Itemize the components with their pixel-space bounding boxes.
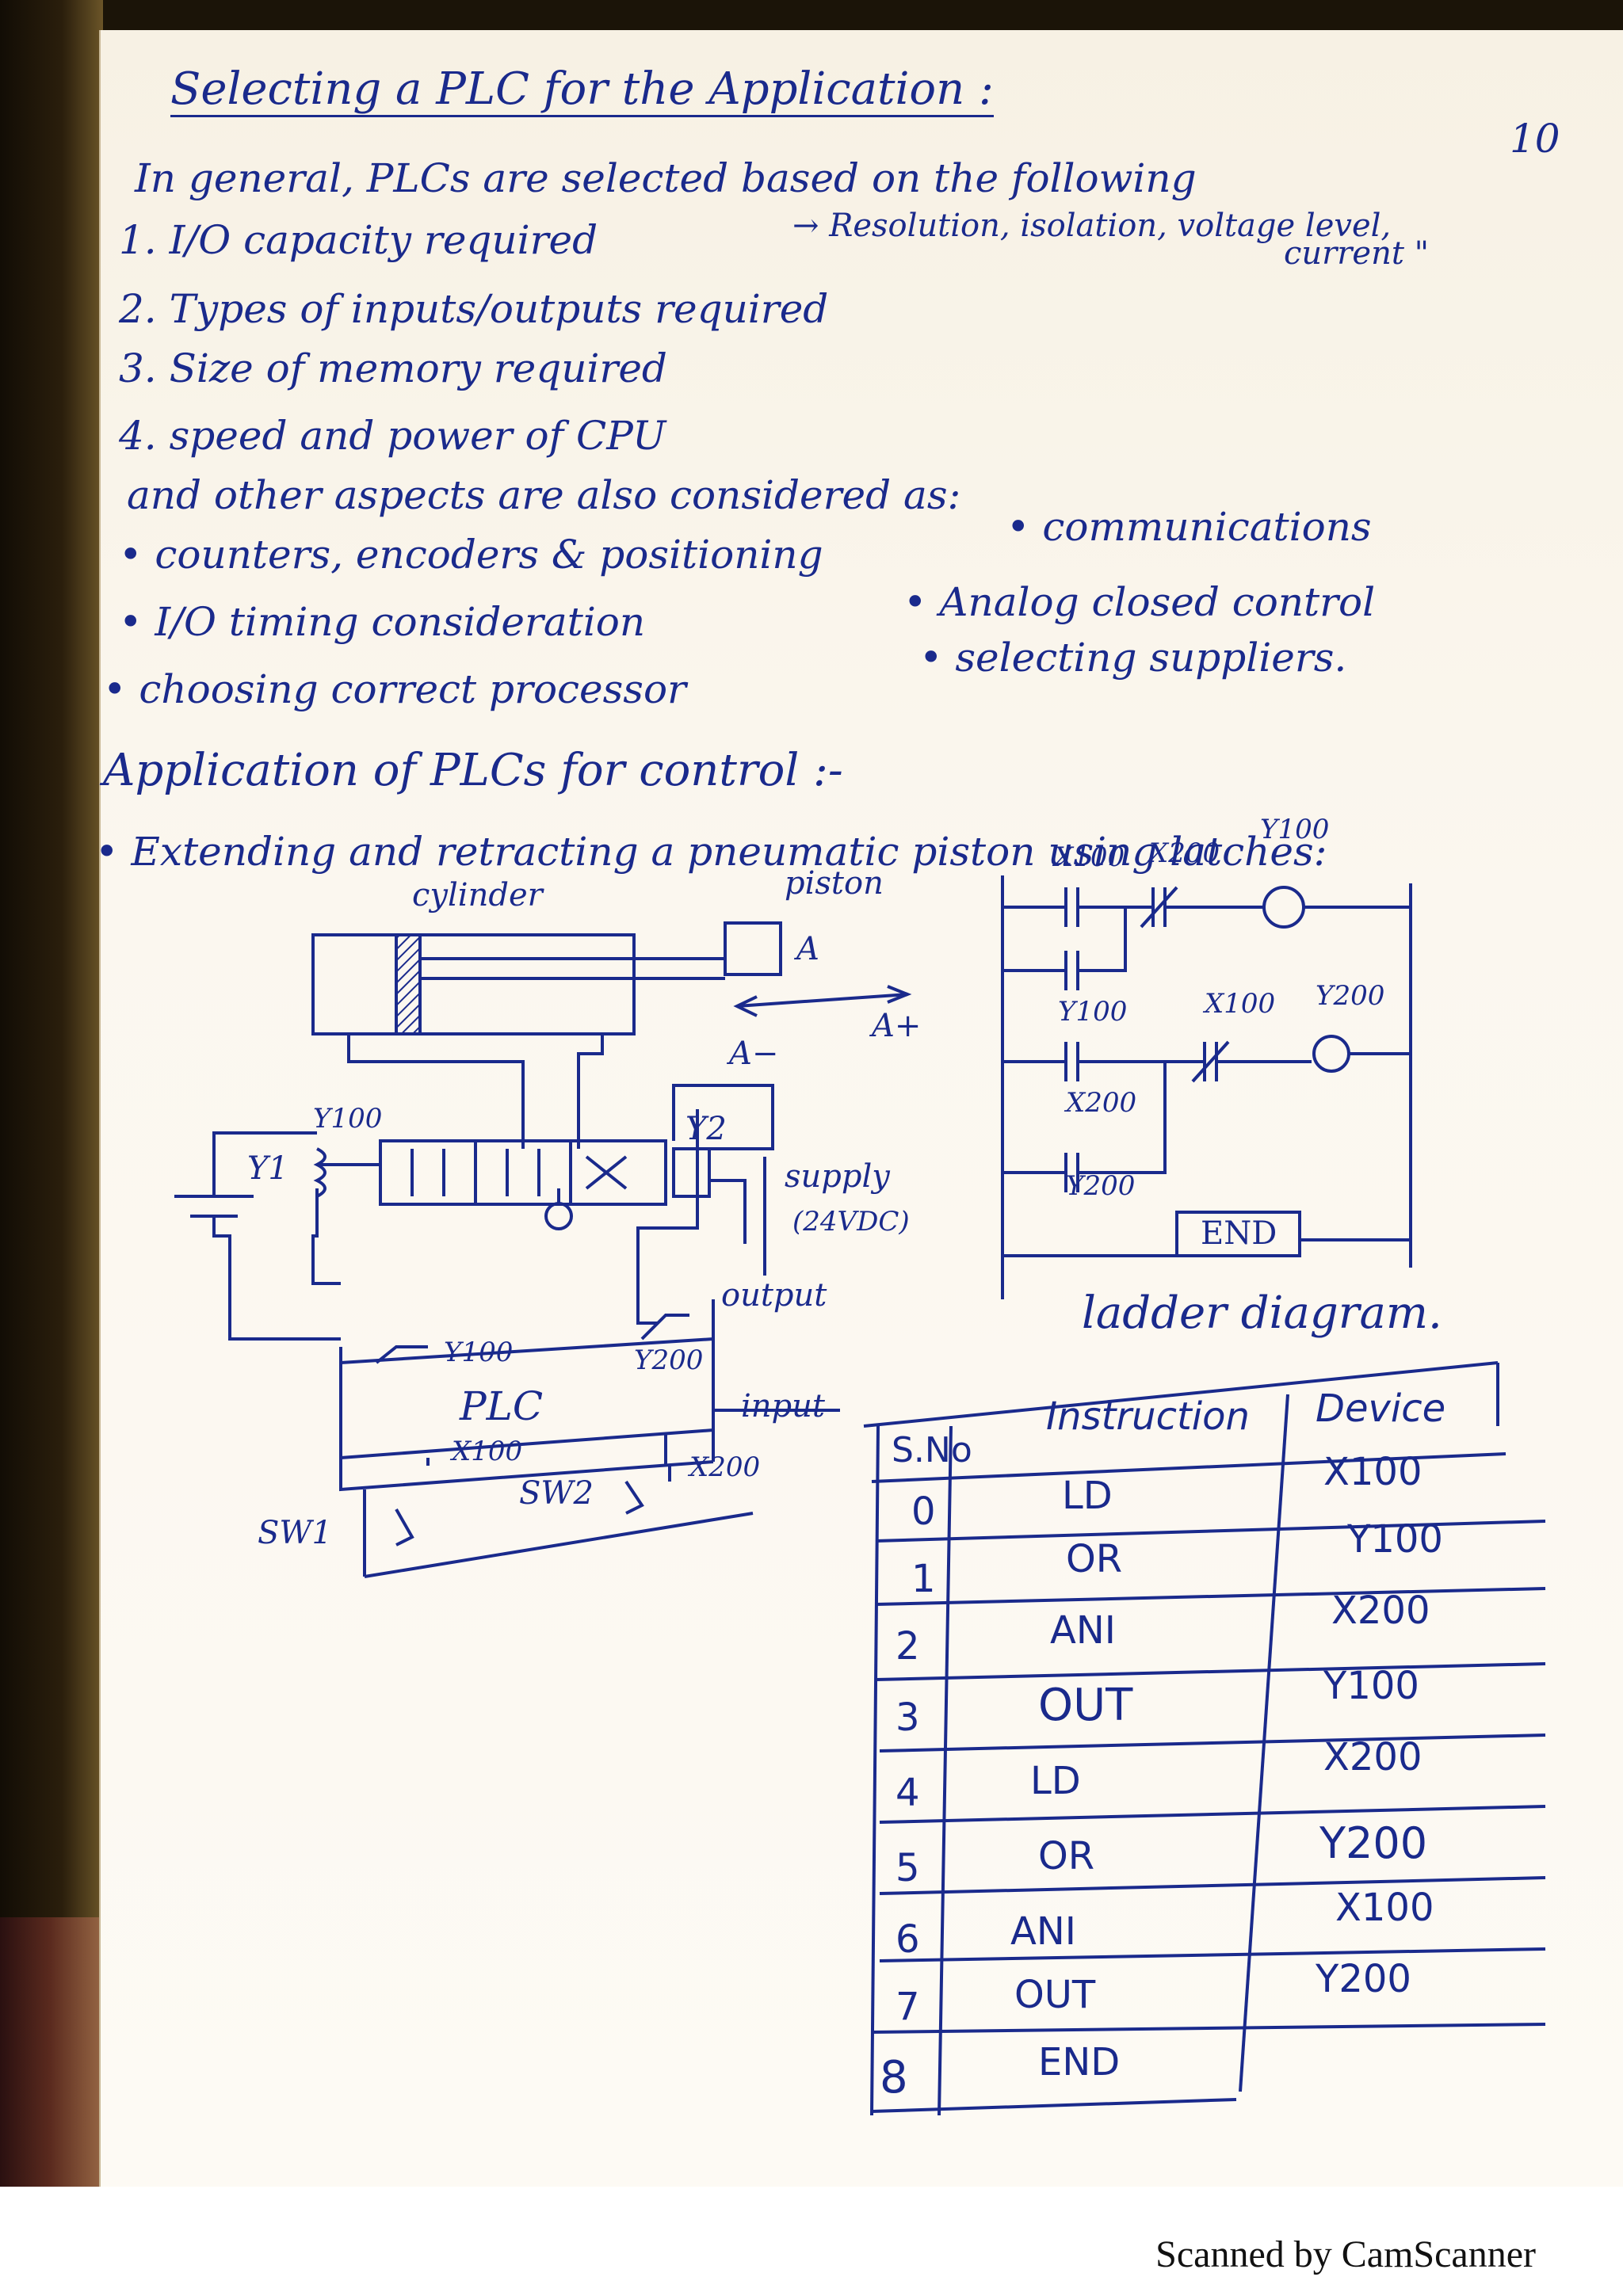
scan-top-border <box>0 0 1623 33</box>
label-y100-solenoid: Y100 <box>313 1103 383 1135</box>
scanner-footer: Scanned by CamScanner <box>1155 2233 1536 2275</box>
row-6-instruction: ANI <box>1010 1909 1076 1954</box>
row-0-sno: 0 <box>911 1489 936 1534</box>
page-number: 10 <box>1510 116 1560 162</box>
ladder-r1-coil: Y100 <box>1260 814 1330 845</box>
other-aspects: and other aspects are also considered as… <box>127 472 961 518</box>
row-3-device: Y100 <box>1323 1664 1419 1708</box>
row-4-device: X200 <box>1323 1735 1423 1779</box>
label-sw2: SW2 <box>519 1475 594 1512</box>
row-6-sno: 6 <box>896 1917 920 1962</box>
row-2-device: X200 <box>1331 1589 1430 1633</box>
aspect-left-1: • counters, encoders & positioning <box>119 532 823 578</box>
intro-text: In general, PLCs are selected based on t… <box>135 155 1197 201</box>
ladder-r2-b2: Y200 <box>1066 1170 1136 1202</box>
label-input: input <box>741 1388 825 1425</box>
ladder-end: END <box>1201 1215 1277 1252</box>
ladder-r2-c1: X100 <box>1205 988 1276 1020</box>
ladder-r1-branch: Y100 <box>1058 996 1128 1028</box>
aspect-right-2: • Analog closed control <box>903 579 1376 625</box>
row-3-sno: 3 <box>896 1695 920 1740</box>
label-piston: piston <box>785 865 884 902</box>
label-y1: Y1 <box>247 1150 288 1187</box>
row-8-instruction: END <box>1038 2040 1121 2084</box>
label-a-minus: A− <box>729 1035 779 1072</box>
row-1-sno: 1 <box>911 1557 936 1601</box>
label-x200-in: X200 <box>689 1451 761 1483</box>
row-2-instruction: ANI <box>1050 1608 1116 1653</box>
row-2-sno: 2 <box>896 1624 920 1669</box>
aspect-right-1: • communications <box>1006 504 1372 550</box>
aspect-left-3: • choosing correct processor <box>103 666 686 712</box>
aspect-left-2: • I/O timing consideration <box>119 599 646 645</box>
scan-left-border <box>0 0 103 2187</box>
label-plc: PLC <box>460 1383 544 1429</box>
table-header-instruction: Instruction <box>1046 1394 1250 1439</box>
ladder-r1-c1: X100 <box>1054 841 1125 873</box>
aspect-right-3: • selecting suppliers. <box>919 635 1347 681</box>
criterion-3: 3. Size of memory required <box>119 345 667 391</box>
label-y200-out: Y200 <box>634 1344 704 1376</box>
label-output: output <box>721 1277 827 1314</box>
criterion-2: 2. Types of inputs/outputs required <box>119 286 829 332</box>
row-1-device: Y100 <box>1347 1517 1443 1562</box>
row-1-instruction: OR <box>1066 1537 1123 1581</box>
label-a: A <box>796 931 819 967</box>
table-header-sno: S.No <box>892 1430 972 1470</box>
application-heading: Application of PLCs for control :- <box>103 745 843 796</box>
label-supply-voltage: (24VDC) <box>792 1206 910 1238</box>
footer-strip <box>0 2187 1623 2296</box>
ladder-caption: ladder diagram. <box>1082 1287 1442 1339</box>
row-7-sno: 7 <box>896 1985 920 2029</box>
row-0-instruction: LD <box>1062 1474 1113 1518</box>
ladder-r2-b1: X200 <box>1066 1087 1137 1119</box>
ladder-r2-c2: Y200 <box>1316 980 1385 1012</box>
label-x100-in: X100 <box>452 1436 523 1467</box>
criterion-1: 1. I/O capacity required <box>119 217 598 263</box>
thumb-shadow <box>0 1917 111 2187</box>
criterion-note-2: current " <box>1284 235 1430 272</box>
row-5-device: Y200 <box>1319 1818 1428 1868</box>
page-heading: Selecting a PLC for the Application : <box>170 67 994 117</box>
application-item: • Extending and retracting a pneumatic p… <box>95 829 1327 875</box>
row-5-instruction: OR <box>1038 1834 1095 1878</box>
label-sw1: SW1 <box>258 1515 332 1551</box>
row-4-sno: 4 <box>896 1771 920 1815</box>
ladder-r1-c2: X200 <box>1149 837 1220 869</box>
row-0-device: X100 <box>1323 1450 1423 1494</box>
row-4-instruction: LD <box>1030 1759 1081 1803</box>
label-y100-out: Y100 <box>444 1337 514 1368</box>
row-8-sno: 8 <box>880 2052 908 2103</box>
row-5-sno: 5 <box>896 1846 920 1890</box>
table-header-device: Device <box>1316 1386 1446 1431</box>
notebook-page <box>99 30 1623 2187</box>
label-y2: Y2 <box>685 1111 727 1147</box>
row-7-device: Y200 <box>1316 1957 1411 2001</box>
label-supply: supply <box>785 1158 890 1195</box>
row-3-instruction: OUT <box>1038 1680 1133 1731</box>
criterion-4: 4. speed and power of CPU <box>119 413 666 459</box>
label-a-plus: A+ <box>872 1008 922 1044</box>
row-7-instruction: OUT <box>1014 1973 1096 2017</box>
criterion-note: → Resolution, isolation, voltage level, <box>792 208 1392 244</box>
row-6-device: X100 <box>1335 1886 1434 1930</box>
label-cylinder: cylinder <box>412 877 543 913</box>
